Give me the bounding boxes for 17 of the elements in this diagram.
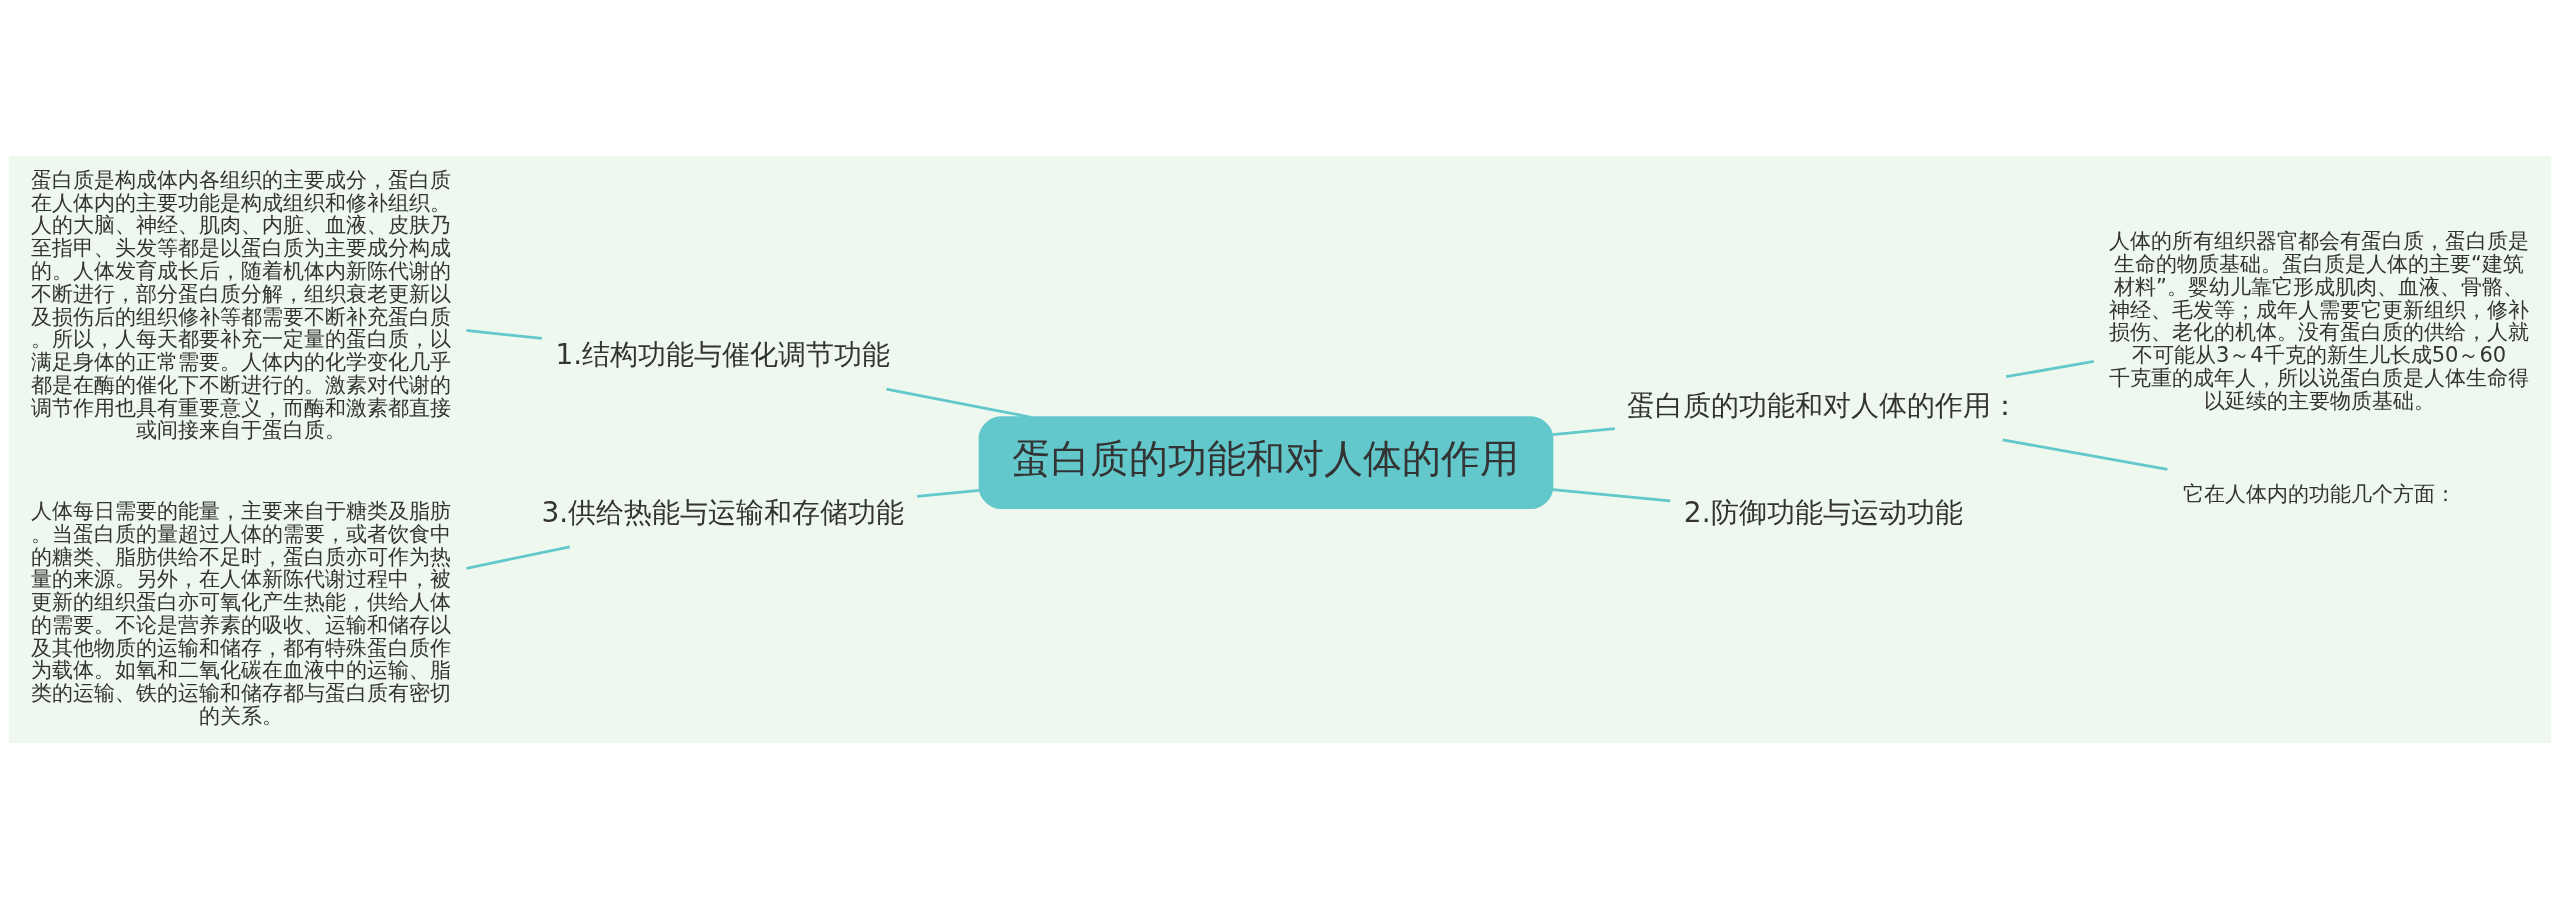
node-text: 人体的所有组织器官都会有蛋白质，蛋白质是生命的物质基础。蛋白质是人体的主要“建筑材料”。婴幼儿靠它形成肌肉、血液、骨骼、神经、毛发等；成年人需要它更新组织，修补损伤、老化的机体。没有蛋白质的供给，人就不可能从3～4千克的新生儿长成50～60千克重的成年人，所以说蛋白质是人体生命得以延续的主要物质基础。 (2109, 228, 2530, 413)
connector (916, 489, 980, 498)
node-box: 蛋白质的功能和对人体的作用 (978, 416, 1554, 510)
connector (886, 387, 1031, 419)
node-text: 人体每日需要的能量，主要来自于糖类及脂肪。当蛋白质的量超过人体的需要，或者饮食中的糖类、脂肪供给不足时，蛋白质亦可作为热量的来源。另外，在人体新陈代谢过程中，被更新的组织蛋白亦可氧化产生热能，供给人体的需要。不论是营养素的吸收、运输和储存以及其他物质的运输和储存，都有特殊蛋白质作为载体。如氧和二氧化碳在血液中的运输、脂类的运输、铁的运输和储存都与蛋白质有密切的关系。 (30, 498, 451, 729)
node-text: 3.供给热能与运输和存储功能 (541, 495, 905, 529)
connector (1552, 488, 1671, 503)
node-text: 它在人体内的功能几个方面： (2182, 481, 2456, 507)
connector (2002, 438, 2168, 471)
node-text: 1.结构功能与催化调节功能 (555, 338, 891, 372)
connector (466, 329, 542, 340)
node-text: 2.防御功能与运动功能 (1683, 495, 1963, 529)
connector (2005, 360, 2095, 379)
connector (1552, 427, 1615, 437)
connector (466, 545, 571, 570)
node-text: 蛋白质的功能和对人体的作用： (1627, 388, 2020, 422)
node-text: 蛋白质是构成体内各组织的主要成分，蛋白质在人体内的主要功能是构成组织和修补组织。人的大脑、神经、肌肉、内脏、血液、皮肤乃至指甲、头发等都是以蛋白质为主要成分构成的。人体发育成长后，随着机体内新陈代谢的不断进行，部分蛋白质分解，组织衰老更新以及损伤后的组织修补等都需要不断补充蛋白质。所以，人每天都要补充一定量的蛋白质，以满足身体的正常需要。人体内的化学变化几乎都是在酶的催化下不断进行的。激素对代谢的调节作用也具有重要意义，而酶和激素都直接或间接来自于蛋白质。 (30, 166, 451, 443)
